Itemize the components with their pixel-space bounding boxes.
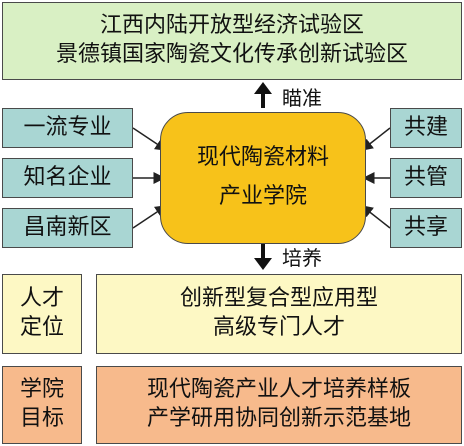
talent-content-line-2: 高级专门人才 — [212, 315, 345, 340]
aim-label: 瞄准 — [282, 86, 322, 110]
talent-title-box: 人才 定位 — [2, 274, 82, 354]
goal-content-line-2: 产学研用协同创新示范基地 — [146, 406, 411, 431]
arrow-right-3 — [360, 205, 391, 229]
goal-content-line-1: 现代陶瓷产业人才培养样板 — [146, 377, 411, 403]
arrow-right-1 — [360, 127, 391, 151]
center-line-1: 现代陶瓷材料 — [196, 145, 329, 171]
goal-content-box: 现代陶瓷产业人才培养样板 产学研用协同创新示范基地 — [96, 366, 462, 444]
top-zone-line-2: 景德镇国家陶瓷文化传承创新试验区 — [55, 42, 408, 67]
talent-content-line-1: 创新型复合型应用型 — [179, 286, 378, 312]
top-zone-box: 江西内陆开放型经济试验区 景德镇国家陶瓷文化传承创新试验区 — [2, 2, 462, 80]
right-box-co-share: 共享 — [390, 208, 462, 248]
aim-arrow-head — [254, 82, 272, 94]
talent-title-line-1: 人才 — [19, 286, 64, 312]
left-box-changnan-district: 昌南新区 — [2, 208, 133, 248]
goal-title-line-1: 学院 — [19, 377, 64, 403]
left-box-famous-enterprise: 知名企业 — [2, 158, 133, 198]
talent-title-line-2: 定位 — [19, 315, 64, 340]
cultivate-label: 培养 — [282, 246, 322, 270]
goal-title-box: 学院 目标 — [2, 366, 82, 444]
right-box-co-manage: 共管 — [390, 158, 462, 198]
top-zone-line-1: 江西内陆开放型经济试验区 — [99, 13, 364, 39]
left-box-first-class-major: 一流专业 — [2, 108, 133, 148]
center-line-2: 产业学院 — [218, 184, 307, 209]
cultivate-arrow-head — [254, 258, 272, 270]
right-box-co-build: 共建 — [390, 108, 462, 148]
talent-content-box: 创新型复合型应用型 高级专门人才 — [96, 274, 462, 354]
goal-title-line-2: 目标 — [19, 406, 64, 431]
center-institute-box: 现代陶瓷材料 产业学院 — [160, 112, 366, 244]
